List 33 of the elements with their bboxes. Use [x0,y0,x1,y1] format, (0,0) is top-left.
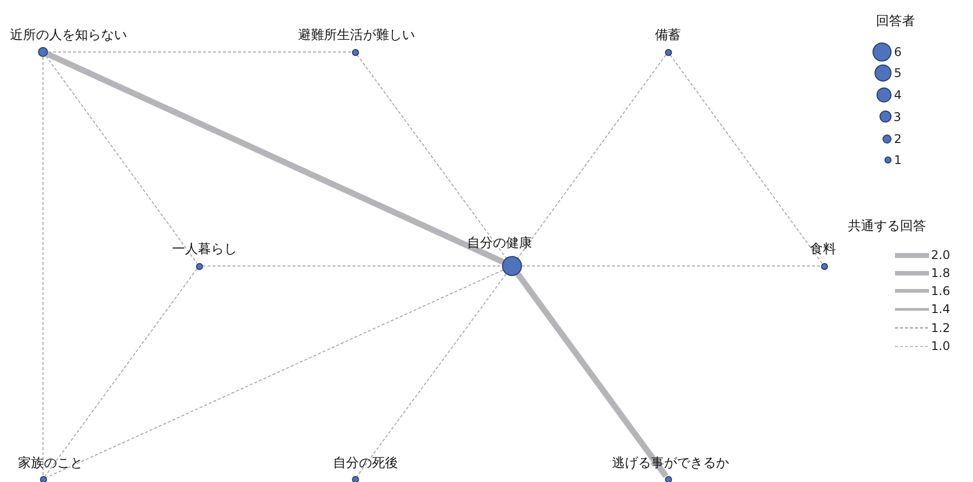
node-label: 逃げる事ができるか [612,456,729,472]
dashed-connector-line [670,54,822,264]
node-label: 家族のこと [18,456,83,472]
dashed-connector-line [517,54,666,258]
dashed-connector-line [46,270,504,478]
dashed-connector-line [356,274,507,477]
node-label: 備蓄 [655,28,681,44]
legend-label: 2.0 [931,248,950,262]
legend-label: 1.2 [931,321,950,335]
legend-label: 6 [894,45,902,59]
legend-label: 5 [894,66,902,80]
legend-label: 1 [894,153,902,167]
legend-title: 回答者 [876,14,915,30]
legend-label: 1.4 [931,302,950,316]
legend-title: 共通する回答 [848,219,926,235]
thick-connector-line [46,51,504,265]
node-label: 近所の人を知らない [10,28,127,44]
thick-connector-line [515,272,668,478]
dashed-connector-line [44,268,198,477]
node-label: 食料 [810,242,836,258]
node-label: 自分の健康 [467,236,532,252]
legend-label: 1.0 [931,339,950,353]
legend-label: 1.6 [931,284,950,298]
legend-label: 2 [894,132,902,146]
legend-label: 4 [894,88,902,102]
dashed-connector-line [356,54,507,258]
legend-label: 1.8 [931,266,950,280]
node-label: 自分の死後 [333,456,398,472]
legend-label: 3 [894,110,902,124]
dashed-connector-line [42,56,44,476]
dashed-connector-line [45,56,198,264]
node-label: 一人暮らし [172,242,237,258]
node-label: 避難所生活が難しい [298,28,415,44]
